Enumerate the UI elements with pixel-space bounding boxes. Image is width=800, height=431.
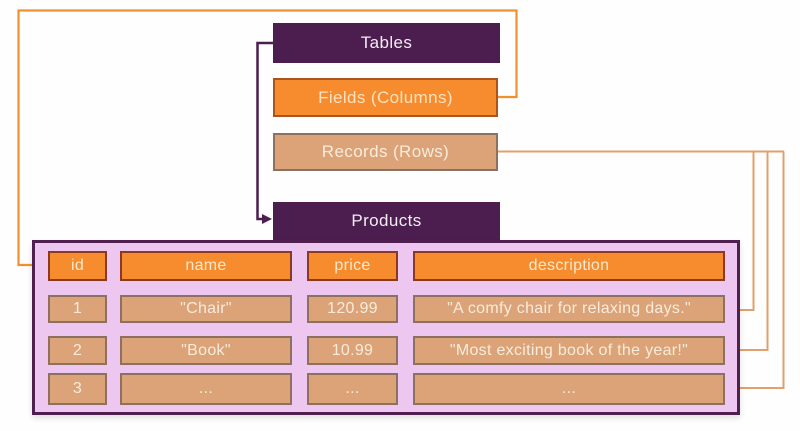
row-1-cell-description: "A comfy chair for relaxing days." [413, 295, 725, 323]
row-2-cell-name: "Book" [120, 336, 292, 365]
concept-label-products: Products [351, 211, 422, 230]
column-header-name: name [120, 251, 292, 281]
concept-box-tables: Tables [273, 23, 500, 63]
row-1-cell-price: 120.99 [307, 295, 398, 323]
arrowhead-products-icon [262, 214, 272, 224]
row-2-cell-id: 2 [48, 336, 107, 365]
concept-box-products: Products [273, 202, 500, 240]
concept-label-records: Records (Rows) [321, 142, 450, 161]
row-1-cell-id: 1 [48, 295, 107, 323]
row-3-cell-description: ... [413, 373, 725, 405]
row-3-cell-price: ... [307, 373, 398, 405]
concept-box-fields: Fields (Columns) [273, 78, 498, 117]
row-1-cell-name: "Chair" [120, 295, 292, 323]
connector-records-to-row-2 [736, 151, 769, 351]
connector-records-to-row-3 [736, 151, 785, 389]
concept-box-records: Records (Rows) [273, 133, 498, 171]
concept-label-fields: Fields (Columns) [318, 87, 453, 107]
connector-fields-to-id-column [17, 9, 518, 267]
column-header-id: id [48, 251, 107, 281]
products-table-panel: id name price description 1 "Chair" 120.… [32, 240, 740, 415]
concept-label-tables: Tables [360, 33, 413, 52]
connector-records-to-row-1 [736, 151, 755, 311]
column-header-price: price [307, 251, 398, 281]
column-header-description: description [413, 251, 725, 281]
row-2-cell-price: 10.99 [307, 336, 398, 365]
connector-tables-to-products [256, 41, 273, 221]
row-3-cell-id: 3 [48, 373, 107, 405]
row-2-cell-description: "Most exciting book of the year!" [413, 336, 725, 365]
row-3-cell-name: ... [120, 373, 292, 405]
